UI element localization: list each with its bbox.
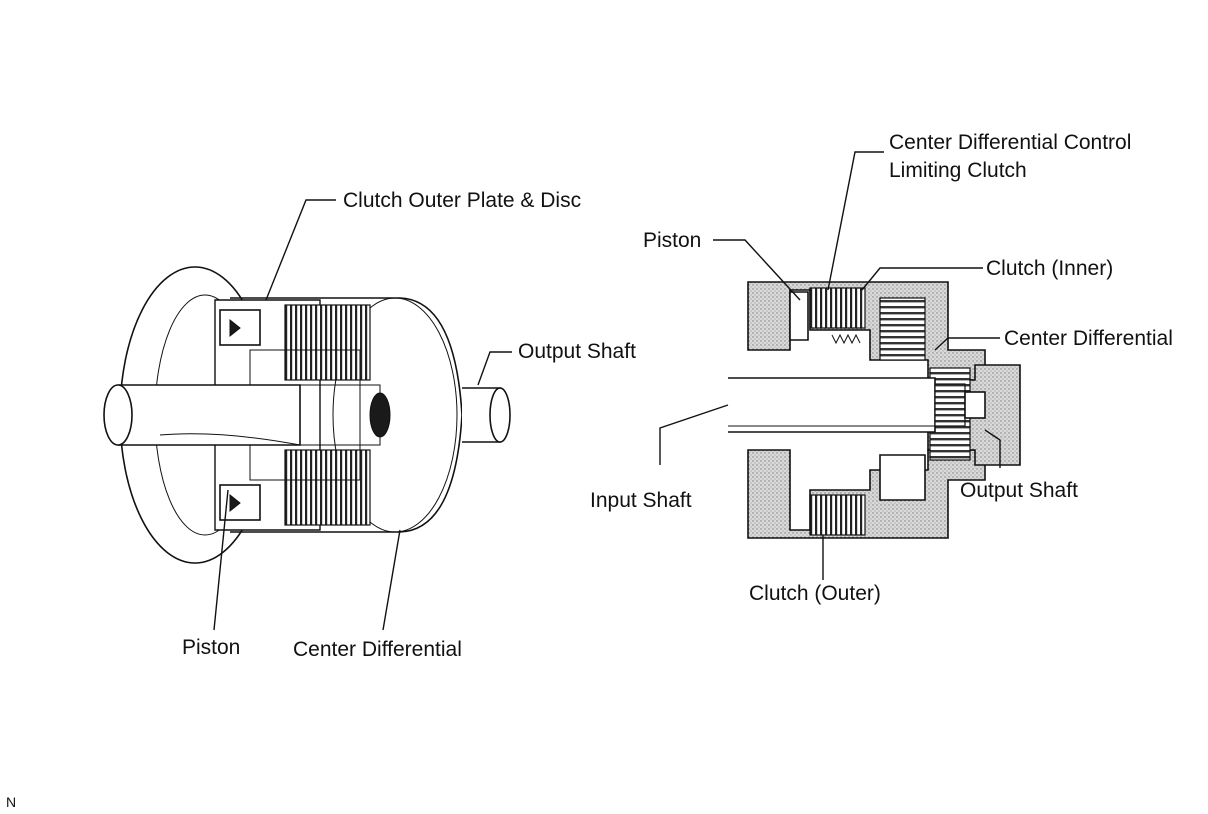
input-shaft-left bbox=[118, 384, 301, 446]
clutch-disc-stack-lower bbox=[284, 449, 371, 526]
right-leaders bbox=[659, 151, 1001, 580]
label-clutch-inner: Clutch (Inner) bbox=[986, 257, 1113, 280]
corner-mark: N bbox=[6, 794, 16, 810]
clutch-disc-stack-upper bbox=[284, 304, 371, 381]
left-figure bbox=[103, 266, 511, 564]
label-input-shaft: Input Shaft bbox=[590, 489, 692, 512]
label-cdl-clutch-line2: Limiting Clutch bbox=[889, 159, 1027, 182]
input-shaft bbox=[728, 377, 936, 433]
center-differential-gear bbox=[879, 297, 926, 361]
lower-housing bbox=[747, 449, 986, 539]
upper-housing bbox=[747, 281, 986, 381]
label-right-piston: Piston bbox=[643, 229, 701, 252]
clutch-outer-pack bbox=[809, 494, 866, 536]
label-left-piston: Piston bbox=[182, 636, 240, 659]
right-figure bbox=[728, 281, 1021, 539]
label-clutch-outer-plate-disc: Clutch Outer Plate & Disc bbox=[343, 189, 581, 212]
label-left-output-shaft: Output Shaft bbox=[518, 340, 636, 363]
clutch-inner-pack bbox=[809, 287, 866, 329]
return-spring bbox=[831, 333, 861, 345]
label-right-output-shaft: Output Shaft bbox=[960, 479, 1078, 502]
label-left-center-differential: Center Differential bbox=[293, 638, 462, 661]
label-right-center-differential: Center Differential bbox=[1004, 327, 1173, 350]
label-cdl-clutch-line1: Center Differential Control bbox=[889, 131, 1131, 154]
label-clutch-outer: Clutch (Outer) bbox=[749, 582, 881, 605]
piston-chamber bbox=[789, 291, 809, 341]
left-leaders bbox=[213, 199, 512, 631]
